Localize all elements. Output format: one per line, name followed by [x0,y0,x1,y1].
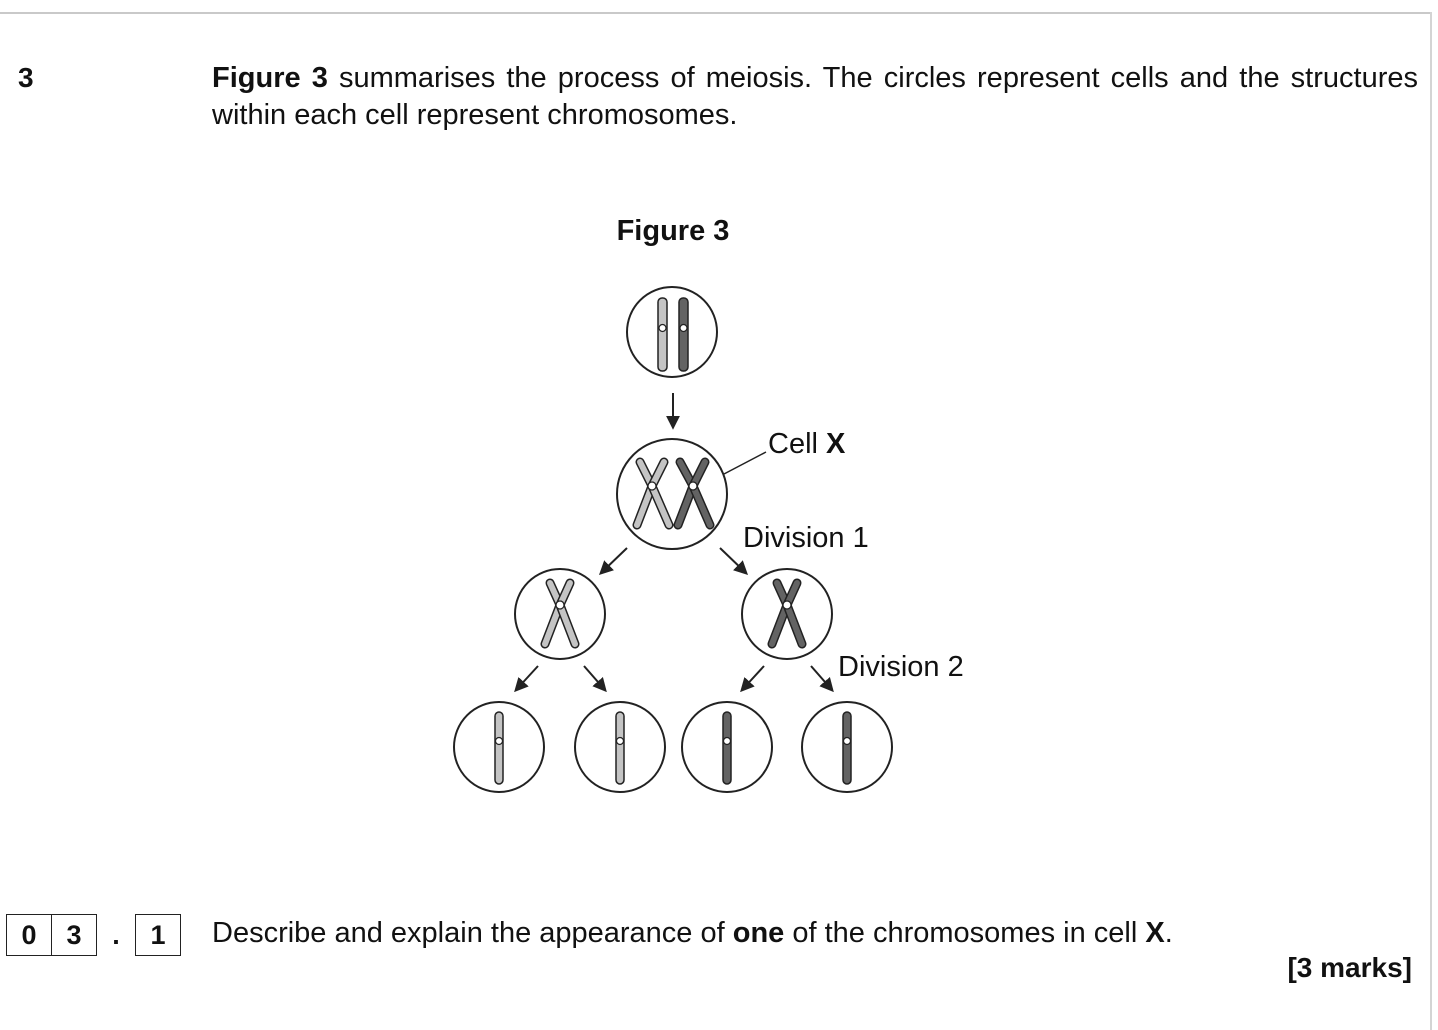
sub-question-cell-letter: X [1145,917,1165,949]
number-box-1: 0 [6,914,52,956]
figure-title: Figure 3 [616,215,730,247]
sub-question-part-1: Describe and explain the appearance of [212,917,733,949]
division-2-arrow-3 [740,665,765,693]
cell-x-label: Cell X [768,428,846,460]
chromosome-dark [678,297,689,372]
sub-question-end: . [1164,917,1173,949]
gamete-cell-4 [801,701,893,793]
division-2-label: Division 2 [838,651,964,683]
division-1-label: Division 1 [743,522,869,554]
daughter-cell-light [514,568,606,660]
chromosome-light [657,297,668,372]
number-separator: . [112,919,120,950]
daughter-cell-dark [741,568,833,660]
replicated-chromosome-light [632,457,674,530]
parent-cell [626,286,718,378]
intro-text: summarises the process of meiosis. The c… [212,62,1418,131]
gamete-cell-3 [681,701,773,793]
marks-label: [3 marks] [1287,952,1412,983]
right-border [1430,12,1432,1030]
gamete-cell-1 [453,701,545,793]
number-box-3: 1 [135,914,181,956]
gamete-cell-2 [574,701,666,793]
sub-question-emphasis: one [732,917,785,949]
figure-reference: Figure 3 [212,62,328,94]
replicated-chromosome-dark [673,457,715,530]
division-2-arrow-4 [810,665,834,693]
number-box-2: 3 [52,914,97,956]
question-number: 3 [18,62,34,93]
question-intro: Figure 3 summarises the process of meios… [212,60,1418,134]
cell-x-label-letter: X [826,428,846,460]
sub-question-text: Describe and explain the appearance of o… [212,914,1173,952]
sub-question-part-2: of the chromosomes in cell [784,917,1146,949]
cell-x-label-prefix: Cell [768,428,826,460]
top-border [0,12,1432,14]
cell-x-label-line [723,451,767,475]
division-1-arrow-right [719,547,749,575]
division-2-arrow-1 [514,665,539,693]
division-1-arrow-left [598,547,628,575]
division-2-arrow-2 [583,665,607,693]
cell-x [616,438,728,550]
